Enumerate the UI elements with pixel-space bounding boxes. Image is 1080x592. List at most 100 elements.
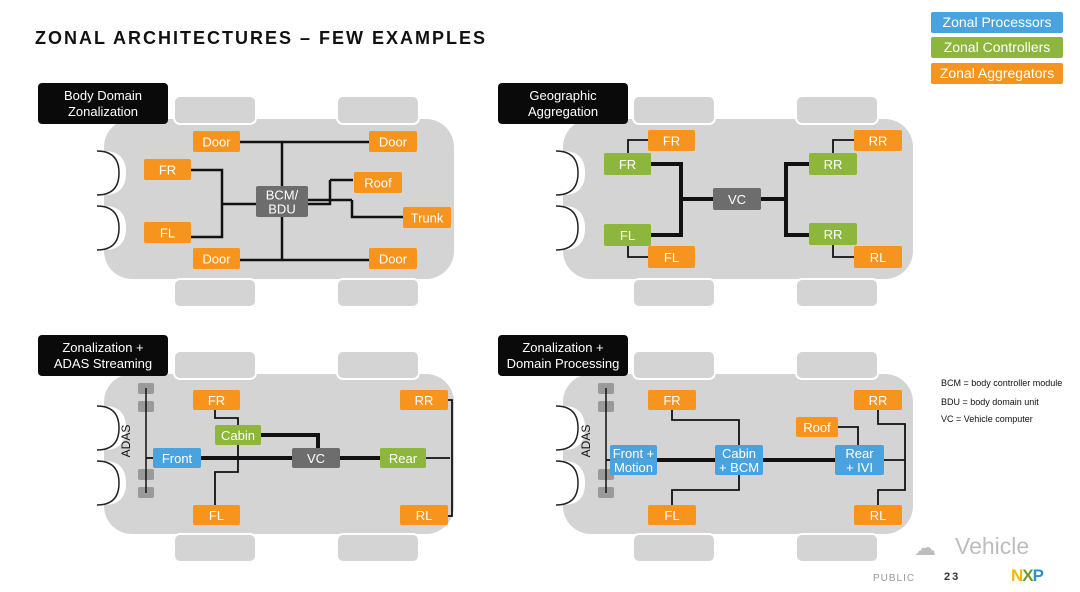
panel2-node-fr-text-0: FR	[619, 157, 636, 172]
panel1-mirror-bottom	[104, 206, 126, 250]
panel3-thin-link-4	[448, 399, 453, 517]
panel1-node-trunk-text-0: Trunk	[411, 211, 444, 226]
panel1-node-fl-box	[144, 222, 191, 243]
panel4-thin-link-3	[838, 426, 859, 445]
panel4-node-rear-text-0: Rear	[845, 446, 874, 461]
abbr-vc: VC = Vehicle computer	[941, 414, 1033, 424]
panel1-node-door-br-box	[369, 248, 417, 269]
panel1-node-trunk: Trunk	[403, 207, 451, 228]
panel4-node-fr-box	[648, 390, 696, 410]
panel3-node-rl-box	[400, 505, 448, 525]
panel2-mirror-top	[563, 151, 585, 195]
panel2-node-rr-agg: RR	[854, 130, 902, 151]
panel1-node-door-bl-box	[193, 248, 240, 269]
panel4-node-fr: FR	[648, 390, 696, 410]
panel4-node-rl-text-0: RL	[870, 508, 887, 523]
panel4-node-rear: Rear+ IVI	[835, 445, 884, 475]
panel2-node-rl-agg: RL	[854, 246, 902, 268]
panel3-mirror-top	[104, 406, 126, 450]
wechat-icon: ☁	[914, 535, 936, 560]
panel4-node-rear-box	[835, 445, 884, 475]
panel3-node-cabin-text-0: Cabin	[221, 428, 255, 443]
panel2-node-rl-agg-box	[854, 246, 902, 268]
panel4-node-front: Front +Motion	[610, 445, 657, 475]
panel2-mirror-bottom-edge	[555, 205, 579, 251]
panel3-node-fl-box	[193, 505, 240, 525]
panel2-node-fl-agg-box	[648, 246, 695, 268]
panel2-node-fr: FR	[604, 153, 651, 175]
panel1-node-door-br-text-0: Door	[379, 252, 408, 267]
panel2-node-fr-agg-box	[648, 130, 695, 151]
panel2-node-rl-agg-text-0: RL	[870, 250, 887, 265]
page-title: ZONAL ARCHITECTURES – FEW EXAMPLES	[35, 28, 488, 48]
panel1-node-door-tr-box	[369, 131, 417, 152]
panel4-node-fl: FL	[648, 505, 696, 525]
panel4-node-rl: RL	[854, 505, 902, 525]
panel1-node-fl: FL	[144, 222, 191, 243]
panel3-node-rear-box	[380, 448, 426, 468]
panel1-node-bcm-box	[256, 186, 308, 217]
panel4-node-fl-text-0: FL	[664, 508, 679, 523]
panel3-node-rear-text-0: Rear	[389, 451, 418, 466]
panel2-node-vc-box	[713, 188, 761, 210]
panel2-wheel-2	[632, 278, 716, 308]
panel1-node-fr: FR	[144, 159, 191, 180]
panel2-label-line1: Geographic	[529, 87, 597, 103]
panel4-thin-link-2	[671, 475, 740, 505]
panel2-node-fl-agg-text-0: FL	[664, 250, 679, 265]
panel2-node-rr-agg-box	[854, 130, 902, 151]
panel2-agg-link-3	[832, 245, 854, 258]
panel3-label-line1: Zonalization +	[62, 339, 144, 355]
panel2-wheel-1	[795, 95, 879, 125]
panel1-node-fl-text-0: FL	[160, 226, 175, 241]
panel2-agg-link-0	[627, 139, 648, 153]
panel1-mirror-top	[104, 151, 126, 195]
panel2-node-rr-agg-text-0: RR	[869, 134, 888, 149]
panel3-car-body	[104, 374, 454, 534]
panel4-node-cabin-text-1: + BCM	[719, 460, 759, 475]
panel3-label-line2: ADAS Streaming	[53, 355, 153, 371]
panel1-mirror-top-edge	[96, 150, 120, 196]
panel3-node-front-text-0: Front	[162, 451, 193, 466]
panel2-node-fl: FL	[604, 224, 651, 246]
panel2-node-fl-box	[604, 224, 651, 246]
panel1-wheel-2	[173, 278, 257, 308]
panel3-thin-link-1	[214, 408, 239, 425]
abbr-bdu: BDU = body domain unit	[941, 397, 1039, 407]
panel4-mirror-top-edge	[555, 405, 579, 451]
panel1-node-bcm: BCM/BDU	[256, 186, 308, 217]
page-number: 23	[944, 571, 961, 583]
panel2-label-line2: Aggregation	[527, 103, 599, 119]
panel4-wheel-2	[632, 533, 716, 563]
panel4-mirror-bottom-edge	[555, 460, 579, 506]
panel1-label: Body Domain Zonalization	[38, 83, 168, 124]
panel4-node-cabin-box	[715, 445, 763, 475]
panel3-link-2	[260, 433, 320, 448]
panel3-mirror-top-edge	[96, 405, 120, 451]
panel1-node-bcm-text-0: BCM/	[266, 188, 299, 203]
panel1-link-7	[350, 200, 403, 219]
panel3-adas-sensors: ADAS	[119, 383, 154, 498]
panel2-wheel-0	[632, 95, 716, 125]
panel2-agg-link-1	[627, 245, 648, 258]
panel4-node-roof: Roof	[796, 417, 838, 437]
panel2-node-rr2-text-0: RR	[824, 227, 843, 242]
panel1-node-roof: Roof	[354, 172, 402, 193]
panel2-node-vc: VC	[713, 188, 761, 210]
panel2-wheel-3	[795, 278, 879, 308]
panel2-node-fr-agg: FR	[648, 130, 695, 151]
panel2-node-rr-box	[809, 153, 857, 175]
panel3-wheel-0	[173, 350, 257, 380]
panel3-node-vc: VC	[292, 448, 340, 468]
panel2-label: Geographic Aggregation	[498, 83, 628, 124]
panel4-thin-link-1	[671, 410, 740, 445]
panel2-node-fr-agg-text-0: FR	[663, 134, 680, 149]
watermark: Vehicle	[955, 533, 1030, 559]
panel3-node-vc-box	[292, 448, 340, 468]
panel2-agg-link-2	[832, 139, 854, 153]
panel3-node-rear: Rear	[380, 448, 426, 468]
panel4-label-line2: Domain Processing	[506, 355, 620, 371]
panel3-adas-label: ADAS	[119, 425, 133, 458]
panel4-node-fr-text-0: FR	[663, 393, 680, 408]
